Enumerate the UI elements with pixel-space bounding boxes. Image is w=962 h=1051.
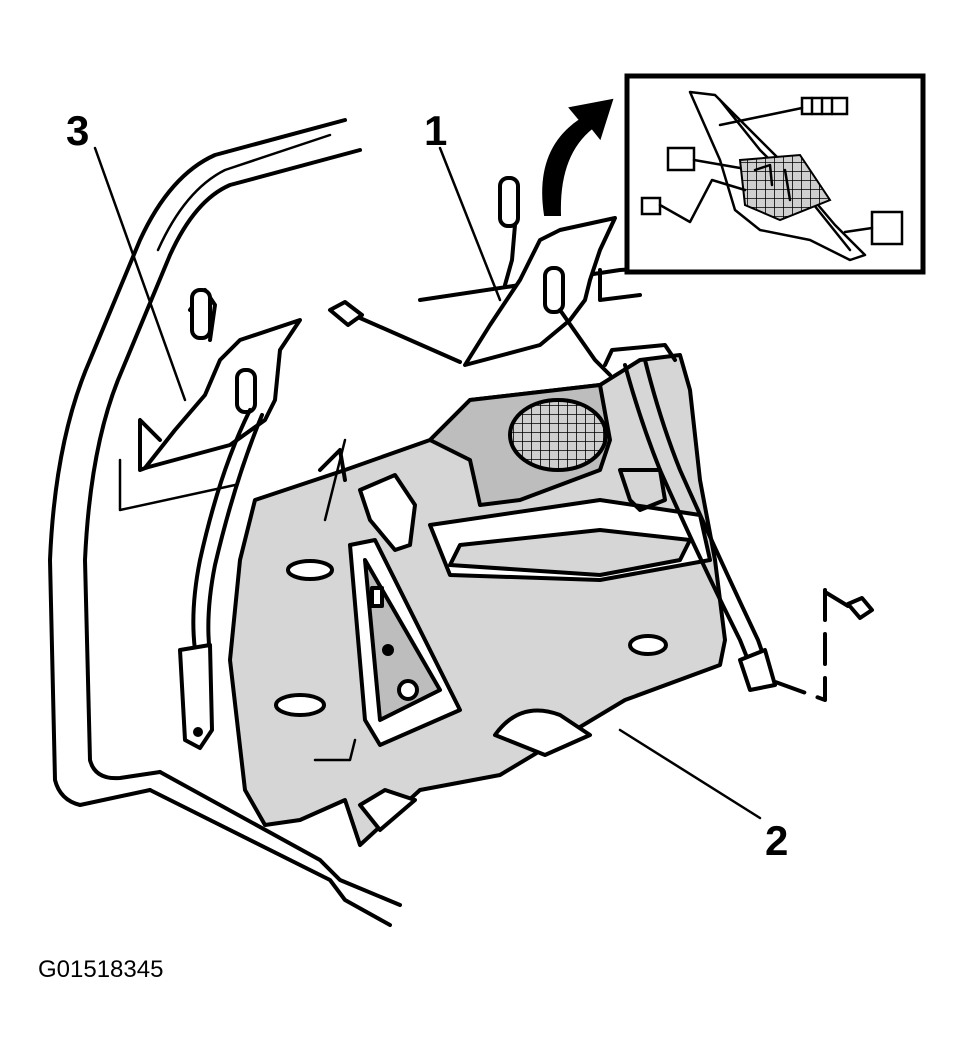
leader-line-1 [438,146,502,302]
rear-quarter-trim-panel [228,353,727,847]
vehicle-body-outline [48,118,702,927]
screw-left [328,300,462,364]
right-upper-trim [463,176,777,692]
screw-right [768,588,874,702]
callout-2: 2 [765,817,788,864]
left-upper-trim [143,288,302,750]
leader-line-2 [618,728,762,820]
belt-anchor-slot-right [498,176,520,228]
detail-inset [624,73,926,275]
callout-3: 3 [66,107,89,154]
belt-anchor-slot [190,288,212,340]
pointer-arrow [542,98,614,216]
seat-belt-guide [358,473,417,552]
leader-line-3 [93,146,187,402]
callout-1: 1 [424,107,447,154]
figure-id: G01518345 [38,956,163,983]
seat-belt-buckle [178,643,214,750]
speaker-grille [508,398,608,472]
